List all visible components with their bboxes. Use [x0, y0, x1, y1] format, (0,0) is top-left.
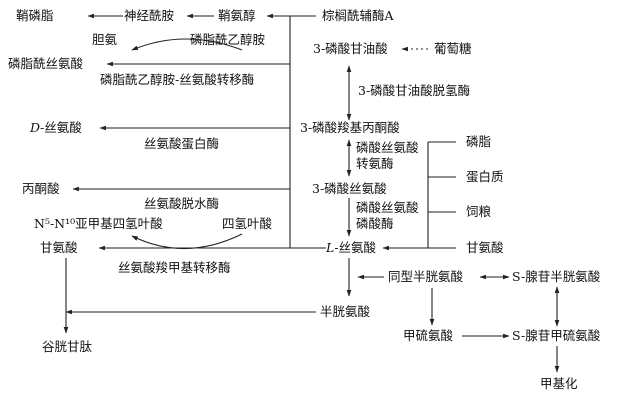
label-phosphatidylethanolamine: 磷脂酰乙醇胺 [190, 32, 265, 47]
label-pyruvate: 丙酮酸 [22, 181, 60, 196]
label-g3p: 3-磷酸甘油酸 [313, 41, 388, 56]
label-feed: 饲粮 [466, 204, 492, 219]
label-homocysteine: 同型半胱氨酸 [388, 269, 464, 284]
label-methylation: 甲基化 [540, 376, 578, 391]
label-sah: S-腺苷半胱氨酸 [512, 269, 601, 284]
label-glutathione: 谷胱甘肽 [42, 339, 93, 354]
label-serine-dehydratase: 丝氨酸脱水酶 [144, 196, 219, 211]
label-glucose: 葡萄糖 [434, 41, 472, 56]
thf-curve-arrow [131, 233, 243, 250]
label-sphingomyelin: 鞘磷脂 [16, 8, 54, 23]
label-pss-transaminase-1: 磷酸丝氨酸 [356, 140, 419, 155]
label-pe-serine-transferase: 磷脂酰乙醇胺-丝氨酸转移酶 [100, 72, 254, 87]
label-sam: S-腺苷甲硫氨酸 [512, 328, 601, 343]
label-palmitoyl-coa: 棕榈酰辅酶A [322, 8, 395, 23]
label-pss-phosphatase-2: 磷酸酶 [356, 216, 394, 231]
label-glycine-right: 甘氨酸 [466, 240, 504, 255]
label-phosphatidylserine: 磷脂酰丝氨酸 [8, 56, 84, 71]
label-ceramide: 神经酰胺 [124, 8, 174, 23]
label-pss-phosphatase-1: 磷酸丝氨酸 [356, 200, 419, 215]
label-l-serine: L-丝氨酸 [325, 240, 377, 255]
connectors [63, 13, 560, 373]
label-g3p-dehydrogenase: 3-磷酸甘油酸脱氢酶 [358, 83, 470, 98]
label-sphingosine: 鞘氨醇 [218, 8, 256, 23]
label-pss-transaminase-2: 转氨酶 [356, 156, 394, 171]
label-choline: 胆氨 [92, 32, 118, 47]
label-serine-racemase: 丝氨酸蛋白酶 [144, 136, 219, 151]
label-methylene-thf: N⁵-N¹⁰亚甲基四氢叶酸 [34, 216, 163, 231]
labels: 鞘磷脂 神经酰胺 鞘氨醇 棕榈酰辅酶A 胆氨 磷脂酰乙醇胺 磷脂酰丝氨酸 磷脂酰… [8, 8, 601, 391]
label-cysteine: 半胱氨酸 [320, 304, 371, 319]
label-phosphoserine: 3-磷酸丝氨酸 [312, 181, 387, 196]
label-phosphohydroxypyruvate: 3-磷酸羧基丙酮酸 [300, 120, 400, 135]
label-protein: 蛋白质 [466, 169, 504, 184]
label-thf: 四氢叶酸 [222, 216, 273, 231]
label-shmt: 丝氨酸羧甲基转移酶 [118, 260, 231, 275]
choline-curve-arrow [131, 38, 243, 51]
label-d-serine: D-丝氨酸 [29, 120, 82, 135]
label-glycine-left: 甘氨酸 [40, 240, 78, 255]
label-methionine: 甲硫氨酸 [403, 328, 454, 343]
label-phospholipid: 磷脂 [466, 134, 491, 149]
